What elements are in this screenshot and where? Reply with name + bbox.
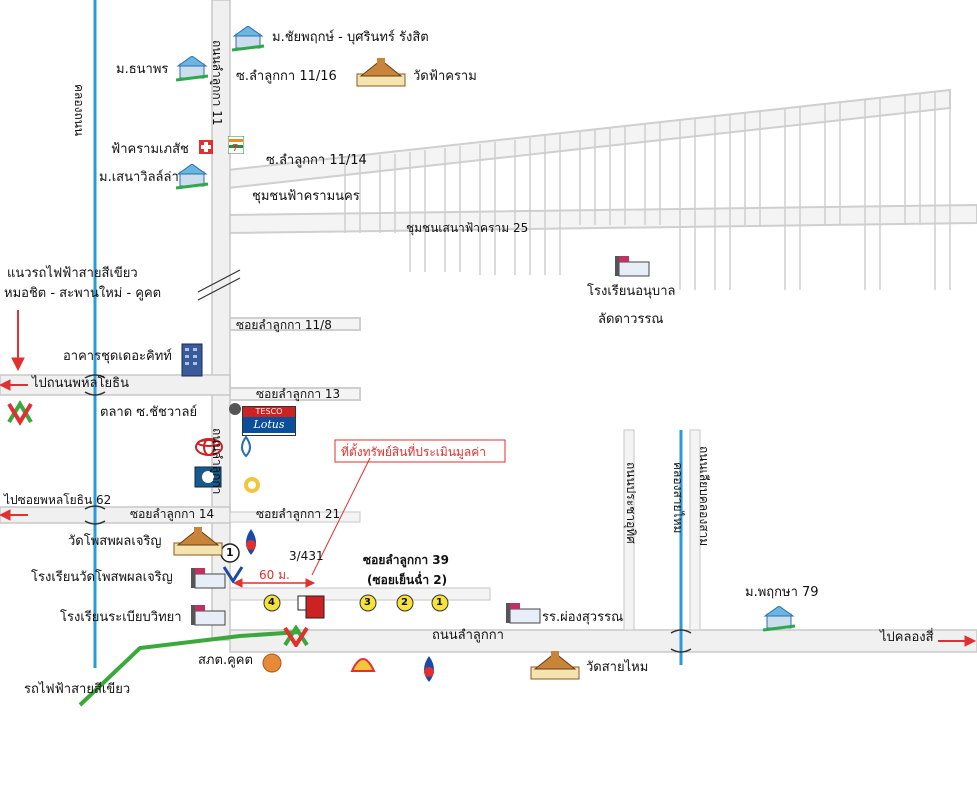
vlabel-road-lamlukka: ถนนลำลูกกา [210, 428, 224, 495]
marker-1: 1 [436, 597, 443, 608]
subject-property [305, 595, 325, 619]
label-market: ตลาด ซ.ชัชวาลย์ [100, 405, 198, 420]
label-bts-green-3: รถไฟฟ้าสายสีเขียว [24, 682, 131, 697]
label-school-rabiab: โรงเรียนระเบียบวิทยา [60, 610, 182, 625]
label-school-anuban-1: โรงเรียนอนุบาล [587, 284, 676, 299]
label-house-no: 3/431 [289, 549, 324, 563]
label-pharmacy: ฟ้าครามเภสัช [111, 142, 189, 157]
label-house-senaville: ม.เสนาวิลล์ล่า [99, 170, 179, 185]
label-to-khlong4: ไปคลองสี่ [880, 630, 934, 645]
label-soi-39-alt: (ซอยเย็นฉ่ำ 2) [367, 573, 448, 587]
marker-4: 4 [268, 597, 275, 608]
marker-2: 2 [401, 597, 408, 608]
label-condo: อาคารชุดเดอะคิทท์ [63, 349, 172, 364]
label-soi-11-14: ซ.ลำลูกกา 11/14 [266, 153, 367, 168]
label-community-fakhram: ชุมชนฟ้าครามนคร [252, 189, 360, 204]
label-school-phosop: โรงเรียนวัดโพสพผลเจริญ [31, 570, 173, 585]
label-bts-green-1: แนวรถไฟฟ้าสายสีเขียว [7, 266, 138, 281]
road-liap-khlong [689, 429, 701, 631]
label-distance: 60 ม. [259, 568, 290, 582]
property-callout-box [334, 439, 506, 463]
road-soi-39 [229, 587, 491, 601]
label-soi-11-16: ซ.ลำลูกกา 11/16 [236, 69, 337, 84]
label-soi-39: ซอยลำลูกกา 39 [363, 553, 449, 567]
label-police: สภต.คูคต [198, 653, 253, 668]
label-soi-13: ซอยลำลูกกา 13 [256, 387, 341, 401]
label-wat-phosop: วัดโพสพผลเจริญ [68, 534, 162, 549]
house-3-431 [297, 595, 307, 611]
label-soi-21: ซอยลำลูกกา 21 [256, 507, 341, 521]
road-soi-21 [229, 511, 361, 523]
svg-text:7: 7 [232, 143, 238, 154]
bts-green-line [78, 630, 301, 707]
label-subject-property: ที่ตั้งทรัพย์สินที่ประเมินมูลค่า [341, 445, 487, 459]
road-prachauthit [623, 429, 635, 631]
bridges [84, 374, 692, 653]
road-to-phahon [0, 374, 231, 396]
label-soi-11-8: ซอยลำลูกกา 11/8 [236, 318, 332, 332]
yellow-markers [263, 594, 449, 612]
label-school-pongsuwan: รร.ผ่องสุวรรณ [542, 610, 624, 625]
label-wat-saimai: วัดสายไหม [586, 660, 649, 675]
vlabel-khlong-saimai: คลองสายไหม [671, 462, 685, 534]
vlabel-road-liap-khlong: ถนนเลียบคลองสาม [697, 446, 711, 547]
vlabel-road-prachauthit: ถนนประชาอุทิศ [624, 462, 638, 544]
marker-3: 3 [364, 597, 371, 608]
label-school-anuban-2: ลัดดาวรรณ [598, 312, 664, 327]
road-lamlukka [229, 629, 977, 653]
community-grid [227, 88, 977, 401]
direction-arrows [0, 310, 977, 647]
tesco-lotus-logo: TESCO Lotus [242, 406, 296, 436]
label-house-thanaphon: ม.ธนาพร [116, 62, 169, 77]
rail-crossing [197, 269, 241, 301]
marker-left-number: 1 [226, 546, 234, 559]
vlabel-road-lamlukka-11: ถนนลำลูกกา 11 [210, 40, 224, 126]
label-house-chayaphruk: ม.ชัยพฤกษ์ - บุศรินทร์ รังสิต [272, 30, 429, 45]
vlabel-khlong-thanon: คลองถนน [72, 84, 86, 137]
lotus-label: Lotus [243, 417, 295, 433]
label-house-pruksa: ม.พฤกษา 79 [745, 585, 819, 600]
label-soi-14: ซอยลำลูกกา 14 [130, 507, 215, 521]
tesco-label: TESCO [243, 407, 295, 417]
label-community-sena: ชุมชนเสนาฟ้าคราม 25 [406, 221, 529, 235]
property-pointer [311, 457, 371, 576]
label-bts-green-2: หมอชิต - สะพานใหม่ - คูคต [4, 286, 162, 301]
label-to-phahon: ไปถนนพหลโยธิน [32, 376, 129, 391]
label-road-lamlukka: ถนนลำลูกกา [432, 628, 504, 643]
label-to-phahon-62: ไปซอยพหลโยธิน 62 [4, 493, 112, 507]
label-wat-fakhram: วัดฟ้าคราม [413, 69, 477, 84]
